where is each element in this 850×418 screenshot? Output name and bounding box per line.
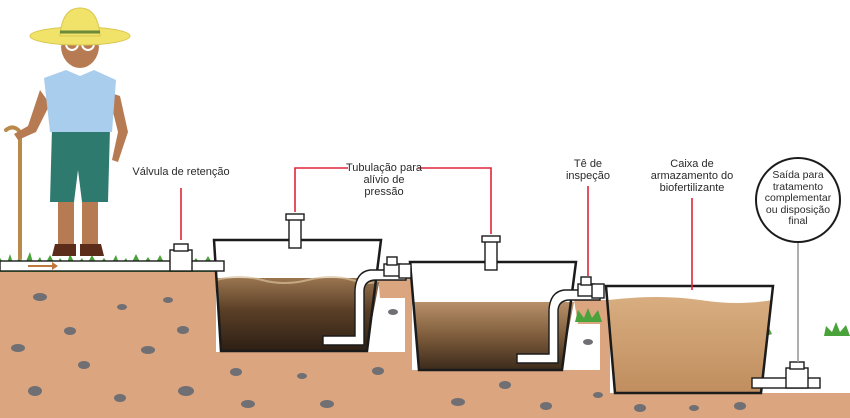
relief-pipe-1 <box>288 217 302 249</box>
check-valve <box>169 249 193 272</box>
stones <box>11 293 746 412</box>
flow-arrow-icon <box>28 262 58 270</box>
transfer-pipe-1 <box>322 269 407 346</box>
soil-wall-2 <box>574 300 610 393</box>
outlet-callout-circle <box>755 157 841 243</box>
inlet-pipe <box>0 260 225 272</box>
leader-lines <box>180 167 693 290</box>
tank-1 <box>212 238 383 353</box>
label-outlet: Saída para tratamento complementar ou di… <box>764 169 832 227</box>
tank-2 <box>408 260 578 372</box>
farmer-figure-icon <box>4 7 131 260</box>
pipes <box>0 213 821 389</box>
label-check-valve: Válvula de retenção <box>132 166 230 178</box>
soil-wall-1 <box>378 275 412 370</box>
label-relief-pipe: Tubulação para alívio de pressão <box>345 162 423 198</box>
label-storage-box: Caixa de armazamento do biofertilizante <box>650 158 734 194</box>
soil-under-pit <box>770 393 850 418</box>
relief-pipe-2 <box>484 239 498 271</box>
tank-3 <box>604 284 775 395</box>
label-inspection-tee: Tê de inspeção <box>565 158 611 182</box>
soil <box>0 272 850 418</box>
